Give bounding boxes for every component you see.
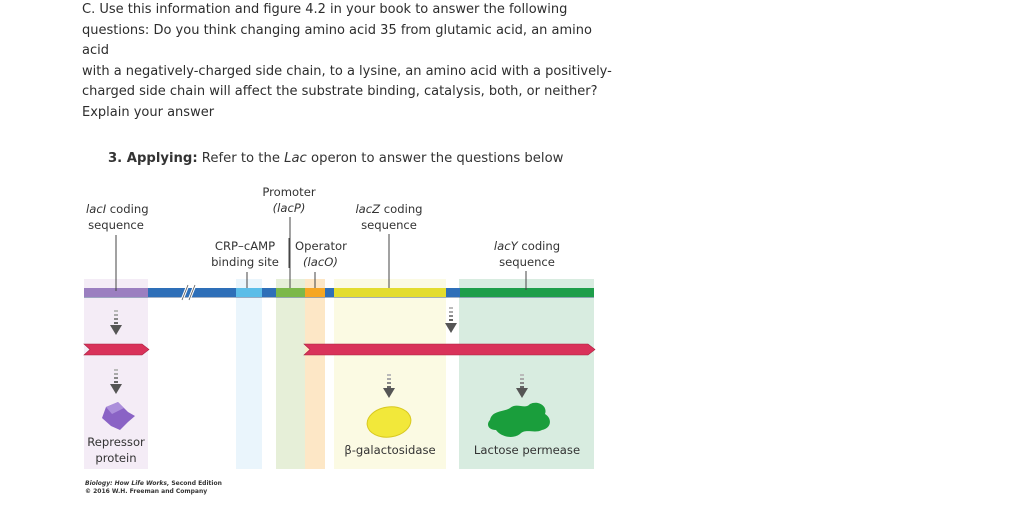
operator-column [305, 279, 325, 469]
laci-line1: coding [106, 202, 148, 216]
dna-break-icon [180, 284, 197, 301]
laci-gene [84, 288, 148, 297]
lacy-italic: lacY [494, 239, 519, 253]
operator-label: Operator [295, 239, 347, 253]
lacy-column [459, 279, 594, 469]
promoter-label: Promoter [262, 185, 315, 199]
promoter-label-line2: (lacP) [273, 201, 306, 215]
lacz-label: lacZ coding [355, 202, 422, 216]
galactosidase-label: β-galactosidase [344, 443, 435, 457]
section-heading: 3. Applying: Refer to the Lac operon to … [108, 151, 563, 166]
laci-italic: lacI [86, 202, 107, 216]
galactosidase-protein-icon [366, 406, 412, 438]
laci-label-line2: sequence [88, 218, 144, 232]
translation-arrow-icon [383, 374, 395, 398]
credit-rest: Second Edition [169, 480, 222, 487]
question-line: C. Use this information and figure 4.2 i… [82, 2, 568, 17]
transcription-arrow-icon [110, 310, 122, 335]
credit-line1: Biology: How Life Works, Second Edition [85, 480, 222, 488]
pointer-lines [115, 217, 527, 291]
repressor-label: Repressor [87, 435, 145, 449]
laci-label: lacI coding [86, 202, 149, 216]
promoter-column [276, 279, 305, 469]
lac-mrna [303, 343, 596, 356]
crp-label-line2: binding site [211, 255, 279, 269]
section-text-after: operon to answer the questions below [306, 151, 564, 166]
lacz-gene [334, 288, 446, 297]
permease-label: Lactose permease [474, 443, 580, 457]
lacz-line1: coding [380, 202, 422, 216]
lacy-label: lacY coding [494, 239, 560, 253]
figure-credit: Biology: How Life Works, Second Edition … [85, 480, 222, 495]
lacz-label-line2: sequence [361, 218, 417, 232]
lacy-line1: coding [518, 239, 560, 253]
question-line: with a negatively-charged side chain, to… [82, 63, 612, 79]
section-text-before: Refer to the [197, 151, 285, 166]
permease-protein-icon [488, 402, 550, 437]
section-prefix: 3. Applying: [108, 151, 198, 166]
question-line: questions: Do you think changing amino a… [82, 22, 592, 59]
repressor-label-line2: protein [95, 451, 136, 465]
lacz-italic: lacZ [355, 202, 381, 216]
credit-line2: © 2016 W.H. Freeman and Company [85, 487, 208, 495]
translation-arrow-icon [516, 374, 528, 398]
credit-italic: Biology: How Life Works, [85, 480, 170, 487]
operator-region [305, 288, 325, 297]
crp-column [236, 279, 262, 469]
translation-arrow-icon [110, 369, 122, 394]
crp-site [236, 288, 262, 297]
question-text: C. Use this information and figure 4.2 i… [82, 0, 622, 124]
operator-label-line2: (lacO) [303, 255, 338, 269]
lacy-label-line2: sequence [499, 255, 555, 269]
section-italic: Lac [284, 151, 307, 166]
transcription-arrow-icon [445, 307, 457, 333]
question-line: charged side chain will affect the subst… [82, 84, 598, 100]
lacy-gene [460, 288, 594, 297]
crp-label: CRP–cAMP [215, 239, 275, 253]
laci-mrna [83, 343, 150, 356]
promoter-region [276, 288, 305, 297]
repressor-highlight [106, 402, 124, 414]
question-line: Explain your answer [82, 104, 215, 120]
